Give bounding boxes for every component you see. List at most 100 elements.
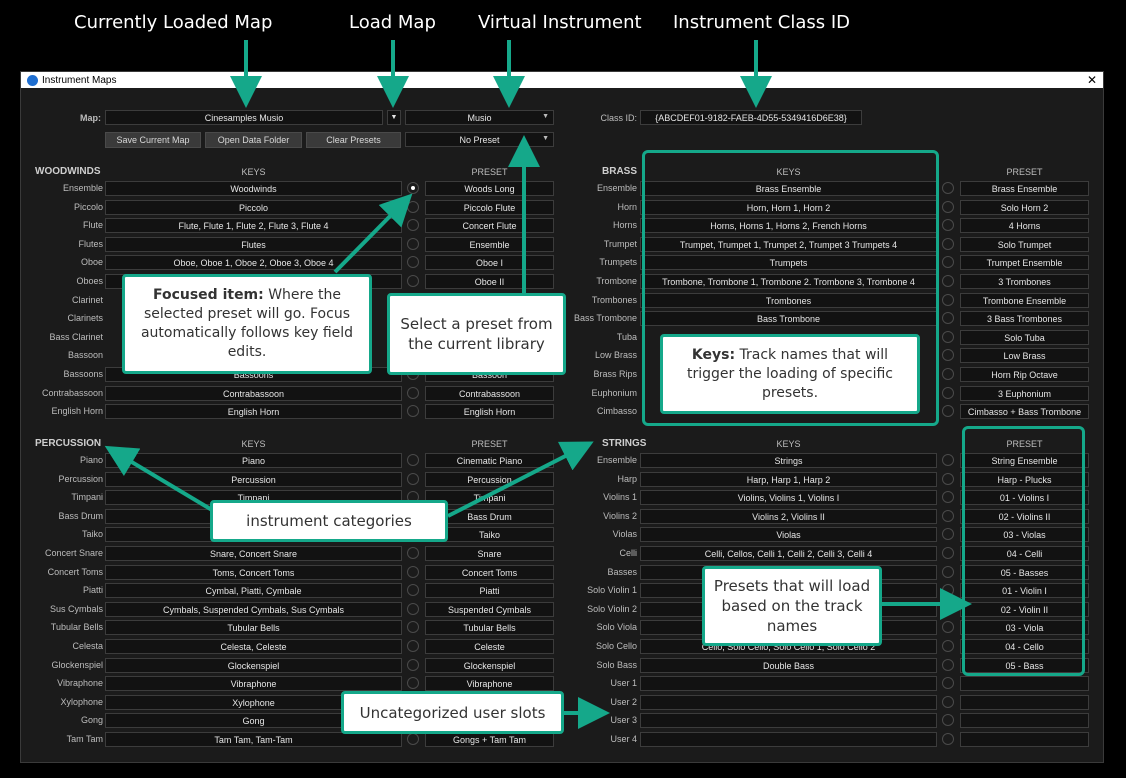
- strings-preset-field[interactable]: [960, 732, 1089, 747]
- brass-focus-radio[interactable]: [942, 387, 954, 399]
- percussion-keys-field[interactable]: Cymbals, Suspended Cymbals, Sus Cymbals: [105, 602, 402, 617]
- brass-focus-radio[interactable]: [942, 256, 954, 268]
- percussion-focus-radio[interactable]: [407, 640, 419, 652]
- strings-focus-radio[interactable]: [942, 566, 954, 578]
- strings-keys-field[interactable]: Harp, Harp 1, Harp 2: [640, 472, 937, 487]
- percussion-focus-radio[interactable]: [407, 733, 419, 745]
- brass-focus-radio[interactable]: [942, 405, 954, 417]
- woodwinds-focus-radio[interactable]: [407, 238, 419, 250]
- strings-focus-radio[interactable]: [942, 696, 954, 708]
- percussion-focus-radio[interactable]: [407, 566, 419, 578]
- strings-preset-field[interactable]: 05 - Bass: [960, 658, 1089, 673]
- strings-keys-field[interactable]: Strings: [640, 453, 937, 468]
- woodwinds-preset-field[interactable]: Woods Long: [425, 181, 554, 196]
- strings-preset-field[interactable]: 02 - Violin II: [960, 602, 1089, 617]
- woodwinds-keys-field[interactable]: Flutes: [105, 237, 402, 252]
- woodwinds-keys-field[interactable]: Oboe, Oboe 1, Oboe 2, Oboe 3, Oboe 4: [105, 255, 402, 270]
- strings-preset-field[interactable]: 04 - Cello: [960, 639, 1089, 654]
- brass-preset-field[interactable]: Low Brass: [960, 348, 1089, 363]
- strings-keys-field[interactable]: Double Bass: [640, 658, 937, 673]
- open-data-folder-button[interactable]: Open Data Folder: [205, 132, 302, 148]
- percussion-preset-field[interactable]: Vibraphone: [425, 676, 554, 691]
- percussion-focus-radio[interactable]: [407, 473, 419, 485]
- woodwinds-preset-field[interactable]: English Horn: [425, 404, 554, 419]
- strings-preset-field[interactable]: 01 - Violins I: [960, 490, 1089, 505]
- strings-preset-field[interactable]: [960, 676, 1089, 691]
- percussion-preset-field[interactable]: Suspended Cymbals: [425, 602, 554, 617]
- percussion-keys-field[interactable]: Piano: [105, 453, 402, 468]
- woodwinds-keys-field[interactable]: Contrabassoon: [105, 386, 402, 401]
- brass-preset-field[interactable]: Trumpet Ensemble: [960, 255, 1089, 270]
- woodwinds-focus-radio[interactable]: [407, 201, 419, 213]
- save-current-map-button[interactable]: Save Current Map: [105, 132, 201, 148]
- strings-keys-field[interactable]: Violins, Violins 1, Violins I: [640, 490, 937, 505]
- brass-focus-radio[interactable]: [942, 201, 954, 213]
- strings-focus-radio[interactable]: [942, 473, 954, 485]
- woodwinds-preset-field[interactable]: Oboe II: [425, 274, 554, 289]
- brass-focus-radio[interactable]: [942, 349, 954, 361]
- strings-focus-radio[interactable]: [942, 640, 954, 652]
- strings-keys-field[interactable]: Celli, Cellos, Celli 1, Celli 2, Celli 3…: [640, 546, 937, 561]
- strings-focus-radio[interactable]: [942, 621, 954, 633]
- brass-preset-field[interactable]: Horn Rip Octave: [960, 367, 1089, 382]
- brass-focus-radio[interactable]: [942, 182, 954, 194]
- woodwinds-preset-field[interactable]: Concert Flute: [425, 218, 554, 233]
- strings-focus-radio[interactable]: [942, 547, 954, 559]
- woodwinds-focus-radio[interactable]: [407, 182, 419, 194]
- percussion-keys-field[interactable]: Tubular Bells: [105, 620, 402, 635]
- brass-focus-radio[interactable]: [942, 294, 954, 306]
- brass-preset-field[interactable]: Solo Trumpet: [960, 237, 1089, 252]
- load-map-dropdown[interactable]: ▼: [387, 110, 401, 125]
- strings-focus-radio[interactable]: [942, 603, 954, 615]
- woodwinds-focus-radio[interactable]: [407, 275, 419, 287]
- strings-preset-field[interactable]: Harp - Plucks: [960, 472, 1089, 487]
- brass-keys-field[interactable]: Bass Trombone: [640, 311, 937, 326]
- percussion-keys-field[interactable]: Percussion: [105, 472, 402, 487]
- strings-preset-field[interactable]: 03 - Violas: [960, 527, 1089, 542]
- woodwinds-focus-radio[interactable]: [407, 387, 419, 399]
- percussion-preset-field[interactable]: Percussion: [425, 472, 554, 487]
- brass-focus-radio[interactable]: [942, 331, 954, 343]
- percussion-preset-field[interactable]: Concert Toms: [425, 565, 554, 580]
- percussion-focus-radio[interactable]: [407, 603, 419, 615]
- strings-preset-field[interactable]: 05 - Basses: [960, 565, 1089, 580]
- strings-preset-field[interactable]: 02 - Violins II: [960, 509, 1089, 524]
- woodwinds-keys-field[interactable]: Piccolo: [105, 200, 402, 215]
- percussion-keys-field[interactable]: Cymbal, Piatti, Cymbale: [105, 583, 402, 598]
- percussion-preset-field[interactable]: Piatti: [425, 583, 554, 598]
- strings-keys-field[interactable]: Violins 2, Violins II: [640, 509, 937, 524]
- brass-preset-field[interactable]: Trombone Ensemble: [960, 293, 1089, 308]
- percussion-preset-field[interactable]: Tubular Bells: [425, 620, 554, 635]
- brass-preset-field[interactable]: Solo Tuba: [960, 330, 1089, 345]
- brass-preset-field[interactable]: 3 Euphonium: [960, 386, 1089, 401]
- brass-keys-field[interactable]: Trombone, Trombone 1, Trombone 2. Trombo…: [640, 274, 937, 289]
- strings-focus-radio[interactable]: [942, 714, 954, 726]
- woodwinds-focus-radio[interactable]: [407, 219, 419, 231]
- map-field[interactable]: Cinesamples Musio: [105, 110, 383, 125]
- percussion-keys-field[interactable]: Vibraphone: [105, 676, 402, 691]
- brass-preset-field[interactable]: Solo Horn 2: [960, 200, 1089, 215]
- strings-focus-radio[interactable]: [942, 733, 954, 745]
- strings-preset-field[interactable]: 04 - Celli: [960, 546, 1089, 561]
- percussion-focus-radio[interactable]: [407, 454, 419, 466]
- percussion-keys-field[interactable]: Snare, Concert Snare: [105, 546, 402, 561]
- woodwinds-preset-field[interactable]: Piccolo Flute: [425, 200, 554, 215]
- close-icon[interactable]: ✕: [1086, 73, 1097, 87]
- percussion-focus-radio[interactable]: [407, 659, 419, 671]
- woodwinds-keys-field[interactable]: Flute, Flute 1, Flute 2, Flute 3, Flute …: [105, 218, 402, 233]
- percussion-focus-radio[interactable]: [407, 677, 419, 689]
- brass-preset-field[interactable]: 3 Bass Trombones: [960, 311, 1089, 326]
- strings-keys-field[interactable]: [640, 732, 937, 747]
- preset-select[interactable]: No Preset▼: [405, 132, 554, 147]
- brass-preset-field[interactable]: Brass Ensemble: [960, 181, 1089, 196]
- woodwinds-preset-field[interactable]: Oboe I: [425, 255, 554, 270]
- brass-focus-radio[interactable]: [942, 275, 954, 287]
- brass-focus-radio[interactable]: [942, 219, 954, 231]
- woodwinds-keys-field[interactable]: Woodwinds: [105, 181, 402, 196]
- woodwinds-focus-radio[interactable]: [407, 256, 419, 268]
- percussion-keys-field[interactable]: Tam Tam, Tam-Tam: [105, 732, 402, 747]
- strings-focus-radio[interactable]: [942, 454, 954, 466]
- strings-focus-radio[interactable]: [942, 659, 954, 671]
- clear-presets-button[interactable]: Clear Presets: [306, 132, 401, 148]
- strings-focus-radio[interactable]: [942, 491, 954, 503]
